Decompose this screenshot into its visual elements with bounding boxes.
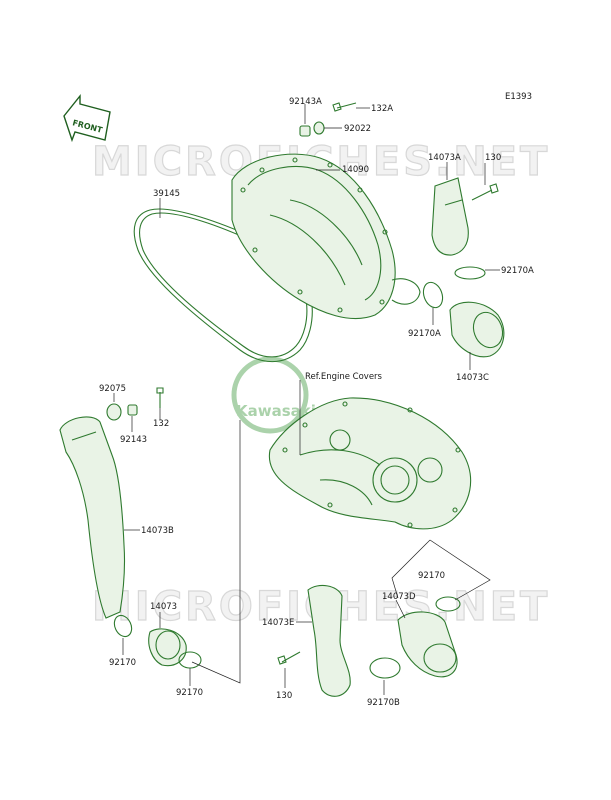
leader-lines bbox=[113, 104, 500, 695]
front-arrow-icon: FRONT bbox=[63, 94, 111, 143]
label-92143: 92143 bbox=[120, 435, 147, 445]
bolt-130-bottom bbox=[277, 651, 301, 665]
label-14073D: 14073D bbox=[382, 592, 416, 602]
label-92170-left: 92170 bbox=[109, 658, 136, 668]
label-14073E: 14073E bbox=[262, 618, 294, 628]
label-14090: 14090 bbox=[342, 165, 369, 175]
label-132: 132 bbox=[153, 419, 169, 429]
label-92170A-left: 92170A bbox=[408, 329, 441, 339]
engine-cover bbox=[268, 397, 472, 530]
collar-92143A bbox=[299, 125, 311, 137]
grommet-92075 bbox=[106, 403, 122, 421]
reference-note: Ref.Engine Covers bbox=[305, 372, 383, 382]
label-92075: 92075 bbox=[99, 384, 126, 394]
label-14073B: 14073B bbox=[141, 526, 174, 536]
collar-92143 bbox=[127, 404, 138, 416]
label-92170-bottom: 92170 bbox=[176, 688, 203, 698]
label-92022: 92022 bbox=[344, 124, 371, 134]
kawasaki-logo: Kawasaki bbox=[231, 356, 316, 434]
bolt-132 bbox=[156, 387, 164, 408]
label-130-top: 130 bbox=[485, 153, 501, 163]
label-39145: 39145 bbox=[153, 189, 180, 199]
label-92170B: 92170B bbox=[367, 698, 400, 708]
label-92143A: 92143A bbox=[289, 97, 322, 107]
label-14073: 14073 bbox=[150, 602, 177, 612]
washer-92022 bbox=[313, 121, 325, 135]
duct-14073A bbox=[431, 177, 469, 256]
clamp-92170A-right bbox=[454, 266, 486, 280]
label-92170-right: 92170 bbox=[418, 571, 445, 581]
bolt-130-top bbox=[471, 183, 499, 201]
label-130-bottom: 130 bbox=[276, 691, 292, 701]
duct-14073 bbox=[148, 628, 187, 667]
label-92170A-right: 92170A bbox=[501, 266, 534, 276]
clamp-92170B bbox=[369, 657, 401, 679]
diagram-code: E1393 bbox=[505, 92, 532, 102]
clutch-cover-14090 bbox=[231, 153, 421, 319]
label-132A: 132A bbox=[371, 104, 393, 114]
duct-14073B bbox=[59, 416, 126, 619]
label-14073C: 14073C bbox=[456, 373, 489, 383]
duct-14073D bbox=[397, 611, 458, 678]
duct-14073E bbox=[307, 584, 351, 697]
bolt-132A bbox=[332, 102, 357, 112]
label-14073A: 14073A bbox=[428, 153, 461, 163]
clamp-92170A-left bbox=[422, 281, 444, 309]
clamp-92170-left bbox=[113, 614, 133, 638]
duct-14073C bbox=[449, 301, 505, 358]
logo-text: Kawasaki bbox=[236, 402, 316, 420]
clamp-92170-right bbox=[435, 596, 461, 612]
